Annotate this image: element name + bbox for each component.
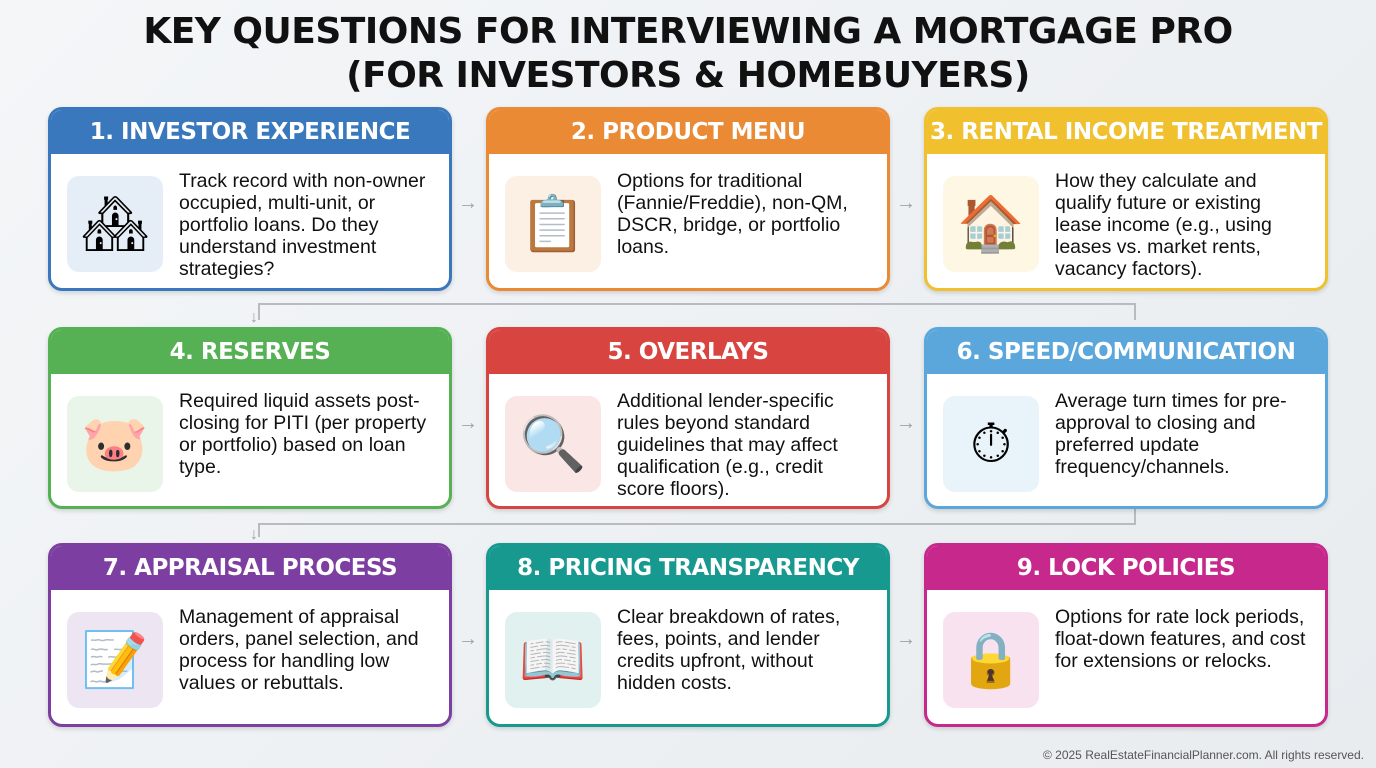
arrow-icon: → — [458, 628, 478, 650]
connector-row1-row2 — [258, 303, 1136, 320]
card-9: 9. LOCK POLICIES 🔒 Options for rate lock… — [924, 543, 1328, 727]
card-title: 6. SPEED/COMMUNICATION — [927, 330, 1325, 374]
card-title: 7. APPRAISAL PROCESS — [51, 546, 449, 590]
arrow-down-icon: ↓ — [250, 309, 258, 326]
connector-row2-row3 — [258, 523, 1136, 537]
title-line-1: KEY QUESTIONS FOR INTERVIEWING A MORTGAG… — [143, 11, 1233, 52]
card-title: 2. PRODUCT MENU — [489, 110, 887, 154]
card-text: Clear breakdown of rates, fees, points, … — [617, 606, 841, 694]
copyright-footer: © 2025 RealEstateFinancialPlanner.com. A… — [1042, 748, 1364, 762]
card-text: Required liquid assets post-closing for … — [179, 390, 427, 478]
card-title: 1. INVESTOR EXPERIENCE — [51, 110, 449, 154]
connector-row2-right — [1134, 508, 1136, 525]
card-7: 7. APPRAISAL PROCESS 📝 Management of app… — [48, 543, 452, 727]
card-title: 8. PRICING TRANSPARENCY — [489, 546, 887, 590]
card-text: Track record with non-owner occupied, mu… — [179, 170, 426, 280]
card-4: 4. RESERVES 🐷 Required liquid assets pos… — [48, 327, 452, 509]
clipboard-gavel-icon: 📝 — [67, 612, 163, 708]
card-title: 3. RENTAL INCOME TREATMENT — [927, 110, 1325, 154]
card-6: 6. SPEED/COMMUNICATION ⏱ Average turn ti… — [924, 327, 1328, 509]
card-text: How they calculate and qualify future or… — [1055, 170, 1272, 280]
card-2: 2. PRODUCT MENU 📋 Options for traditiona… — [486, 107, 890, 291]
card-1: 1. INVESTOR EXPERIENCE 🏘 Track record wi… — [48, 107, 452, 291]
card-title: 4. RESERVES — [51, 330, 449, 374]
padlock-calendar-icon: 🔒 — [943, 612, 1039, 708]
arrow-icon: → — [896, 628, 916, 650]
stopwatch-chat-icon: ⏱ — [943, 396, 1039, 492]
arrow-down-icon: ↓ — [250, 526, 258, 543]
arrow-icon: → — [896, 192, 916, 214]
card-text: Additional lender-specific rules beyond … — [617, 390, 838, 500]
card-text: Options for traditional (Fannie/Freddie)… — [617, 170, 848, 258]
card-title: 5. OVERLAYS — [489, 330, 887, 374]
arrow-icon: → — [896, 412, 916, 434]
open-book-price-tag-icon: 📖 — [505, 612, 601, 708]
piggy-bank-icon: 🐷 — [67, 396, 163, 492]
rule-book-magnifier-icon: 🔍 — [505, 396, 601, 492]
menu-icon: 📋 — [505, 176, 601, 272]
card-text: Options for rate lock periods, float-dow… — [1055, 606, 1306, 672]
card-text: Management of appraisal orders, panel se… — [179, 606, 419, 694]
houses-handshake-icon: 🏘 — [67, 176, 163, 272]
card-8: 8. PRICING TRANSPARENCY 📖 Clear breakdow… — [486, 543, 890, 727]
card-text: Average turn times for pre-approval to c… — [1055, 390, 1287, 478]
title-line-2: (FOR INVESTORS & HOMEBUYERS) — [346, 55, 1030, 96]
house-lease-dollar-icon: 🏠 — [943, 176, 1039, 272]
card-3: 3. RENTAL INCOME TREATMENT 🏠 How they ca… — [924, 107, 1328, 291]
page-title: KEY QUESTIONS FOR INTERVIEWING A MORTGAG… — [0, 10, 1376, 98]
card-title: 9. LOCK POLICIES — [927, 546, 1325, 590]
arrow-icon: → — [458, 192, 478, 214]
arrow-icon: → — [458, 412, 478, 434]
card-5: 5. OVERLAYS 🔍 Additional lender-specific… — [486, 327, 890, 509]
